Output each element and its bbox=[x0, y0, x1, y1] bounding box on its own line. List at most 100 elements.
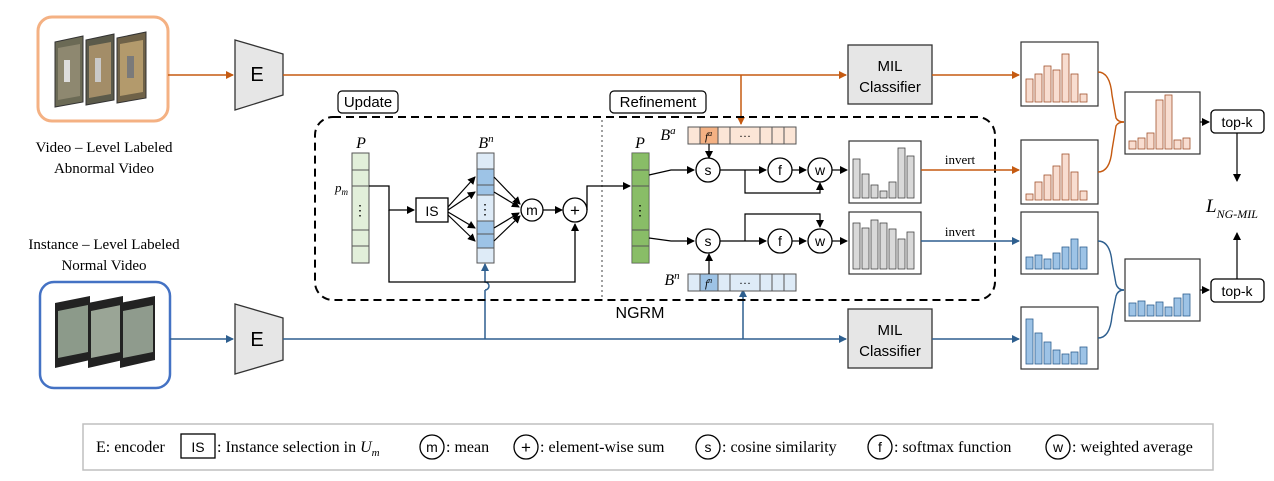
topk-bottom: top-k bbox=[1210, 278, 1265, 303]
mean-node-label: m bbox=[526, 202, 538, 218]
ba-label: Ba bbox=[660, 125, 676, 144]
p-vector-right bbox=[631, 152, 650, 264]
legend-is-box bbox=[180, 433, 216, 459]
update-label: Update bbox=[344, 94, 392, 111]
legend-f-text: : softmax function bbox=[894, 439, 1011, 456]
abnormal-video-label-1: Video – Level Labeled bbox=[36, 140, 173, 156]
arrow-p-to-s-bottom bbox=[648, 237, 695, 245]
legend-is-box-label: IS bbox=[191, 439, 204, 455]
fa-label: fa bbox=[705, 129, 712, 143]
legend-s-text: : cosine similarity bbox=[722, 439, 837, 456]
legend-encoder: E: encoder bbox=[96, 439, 166, 456]
arrow-plus-to-p bbox=[586, 182, 631, 210]
encoder-top: E bbox=[234, 39, 284, 111]
legend-w-circle bbox=[1045, 434, 1071, 460]
bn-label: Bn bbox=[478, 133, 494, 152]
legend-mean-symbol: m bbox=[426, 439, 438, 455]
legend-mean-text: : mean bbox=[446, 439, 489, 456]
arrow-features-to-bn-update bbox=[485, 264, 489, 339]
invert-bottom-label: invert bbox=[945, 224, 976, 239]
arrow-p-to-plus bbox=[388, 210, 579, 283]
is-label: IS bbox=[425, 203, 438, 219]
bn-to-mean-arrows bbox=[493, 176, 521, 242]
s-node-bottom-label: s bbox=[705, 233, 712, 249]
p-left-vdots: ⋮ bbox=[353, 204, 367, 219]
mil-classifier-top-line2: Classifier bbox=[859, 79, 921, 96]
arrow-s-to-w-top bbox=[744, 170, 824, 194]
arrow-p-to-is bbox=[369, 185, 415, 214]
is-box: IS bbox=[415, 197, 449, 223]
topk-bottom-label: top-k bbox=[1221, 283, 1253, 299]
merge-bottom-upper bbox=[1097, 240, 1125, 291]
pm-label: pm bbox=[334, 180, 349, 197]
is-to-bn-arrows bbox=[447, 176, 476, 242]
s-node-top-label: s bbox=[705, 162, 712, 178]
bn2-label: Bn bbox=[664, 270, 680, 289]
encoder-top-label: E bbox=[250, 64, 263, 86]
loss-label: LNG-MIL bbox=[1205, 196, 1258, 221]
f-node-bottom: f bbox=[767, 228, 793, 254]
p-left-label: P bbox=[355, 135, 366, 152]
arrow-s-to-w-bottom bbox=[744, 213, 824, 241]
legend-f-symbol: f bbox=[878, 439, 882, 455]
mil-classifier-top: MIL Classifier bbox=[847, 44, 933, 105]
p-right-label: P bbox=[634, 135, 645, 152]
legend-w-symbol: w bbox=[1052, 439, 1064, 455]
w-node-top-label: w bbox=[814, 162, 826, 178]
topk-top-label: top-k bbox=[1221, 114, 1253, 130]
inverted-scores-bottom bbox=[1020, 211, 1099, 275]
abnormal-video-frames bbox=[54, 31, 147, 108]
f-node-top-label: f bbox=[778, 162, 782, 178]
normal-video-label-1: Instance – Level Labeled bbox=[28, 237, 180, 253]
topk-top: top-k bbox=[1210, 109, 1265, 134]
legend-is-text: : Instance selection in Um bbox=[217, 439, 380, 459]
merge-top-lower bbox=[1097, 121, 1125, 173]
legend-plus-circle bbox=[513, 434, 539, 460]
mil-scores-bottom bbox=[1020, 306, 1099, 370]
ba-hdots: ··· bbox=[739, 129, 751, 143]
ngrm-module bbox=[314, 116, 996, 301]
mil-classifier-bottom: MIL Classifier bbox=[847, 308, 933, 369]
s-node-top: s bbox=[695, 157, 721, 183]
update-tag: Update bbox=[337, 90, 399, 114]
normal-video-label-2: Normal Video bbox=[61, 258, 146, 274]
fn-label: fn bbox=[705, 276, 712, 290]
abnormal-video-label-2: Abnormal Video bbox=[54, 161, 154, 177]
p-vector-left bbox=[351, 152, 370, 264]
legend-w-text: : weighted average bbox=[1072, 439, 1193, 456]
mil-classifier-top-line1: MIL bbox=[877, 58, 902, 75]
plus-node: + bbox=[562, 197, 588, 223]
w-node-top: w bbox=[807, 157, 833, 183]
refined-scores-bottom bbox=[848, 211, 922, 275]
legend-s-circle bbox=[695, 434, 721, 460]
refinement-tag: Refinement bbox=[609, 90, 707, 114]
inverted-scores-top bbox=[1020, 139, 1099, 205]
mean-node: m bbox=[520, 198, 544, 222]
p-right-vdots: ⋮ bbox=[633, 204, 647, 219]
merge-bottom-lower bbox=[1097, 289, 1125, 339]
mil-scores-top bbox=[1020, 41, 1099, 107]
legend-plus-symbol: + bbox=[521, 438, 531, 457]
bn2-hdots: ··· bbox=[739, 276, 751, 290]
merge-top-upper bbox=[1097, 71, 1125, 123]
legend-mean-circle bbox=[419, 434, 445, 460]
merged-scores-top bbox=[1124, 91, 1201, 155]
arrow-p-to-s-top bbox=[648, 166, 695, 176]
legend: E: encoder IS : Instance selection in Um… bbox=[82, 423, 1214, 471]
refinement-label: Refinement bbox=[620, 94, 698, 111]
abnormal-video-input bbox=[36, 15, 170, 123]
f-node-bottom-label: f bbox=[778, 233, 782, 249]
f-node-top: f bbox=[767, 157, 793, 183]
encoder-bottom-label: E bbox=[250, 329, 263, 351]
ngrm-label: NGRM bbox=[616, 305, 665, 322]
legend-f-circle bbox=[867, 434, 893, 460]
legend-plus-text: : element-wise sum bbox=[540, 439, 665, 456]
refined-scores-top bbox=[848, 140, 922, 204]
normal-video-frames bbox=[55, 296, 155, 368]
s-node-bottom: s bbox=[695, 228, 721, 254]
legend-s-symbol: s bbox=[705, 439, 712, 455]
mil-classifier-bottom-line2: Classifier bbox=[859, 343, 921, 360]
bn-update-vdots: ⋮ bbox=[478, 203, 492, 218]
mil-classifier-bottom-line1: MIL bbox=[877, 322, 902, 339]
w-node-bottom: w bbox=[807, 228, 833, 254]
